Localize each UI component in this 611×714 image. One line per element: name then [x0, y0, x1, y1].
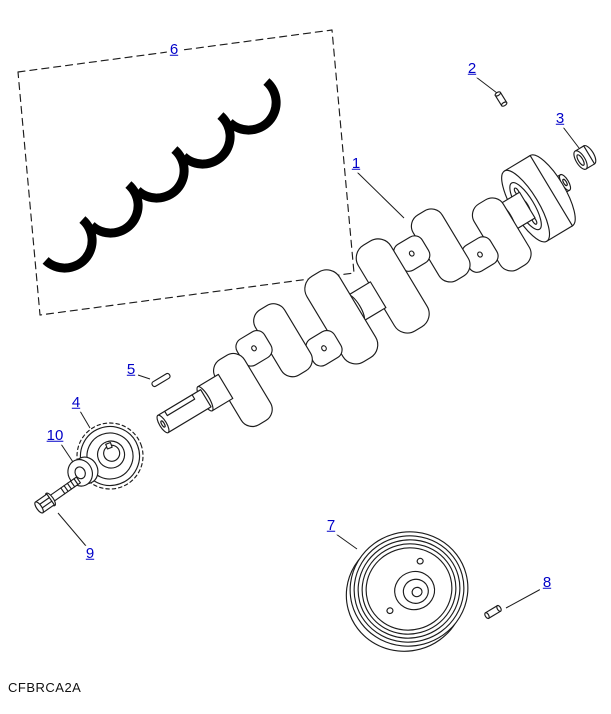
callout-8[interactable]: 8	[539, 574, 555, 592]
leader-line-10	[60, 443, 74, 463]
bearing-shell-1	[31, 209, 105, 280]
callout-10[interactable]: 10	[43, 427, 67, 445]
callout-5[interactable]: 5	[123, 361, 139, 379]
leader-line-9	[57, 512, 87, 547]
leader-line-2	[475, 76, 498, 94]
bolt-drawing	[34, 476, 81, 514]
leader-line-5	[137, 374, 151, 380]
callout-9[interactable]: 9	[82, 545, 98, 563]
bushing-drawing	[573, 145, 597, 170]
pulley-drawing	[345, 531, 469, 652]
leader-line-1	[356, 171, 405, 219]
callout-1[interactable]: 1	[348, 155, 364, 173]
drawing-code: CFBRCA2A	[8, 680, 82, 695]
leader-line-8	[505, 588, 542, 609]
dowel-pin-top-drawing	[494, 91, 508, 107]
leader-lines-layer	[57, 76, 580, 609]
leader-line-3	[562, 126, 580, 149]
callout-2[interactable]: 2	[464, 60, 480, 78]
leader-line-7	[335, 533, 358, 550]
callout-3[interactable]: 3	[552, 110, 568, 128]
bearing-set	[31, 71, 289, 280]
callout-7[interactable]: 7	[323, 517, 339, 535]
dowel-pin-bottom-drawing	[484, 604, 502, 620]
woodruff-key-drawing	[151, 372, 171, 388]
callout-6[interactable]: 6	[166, 41, 182, 59]
bearing-group-box	[17, 29, 355, 316]
leader-line-4	[79, 410, 91, 429]
crankshaft-drawing	[156, 154, 576, 434]
callout-4[interactable]: 4	[68, 394, 84, 412]
